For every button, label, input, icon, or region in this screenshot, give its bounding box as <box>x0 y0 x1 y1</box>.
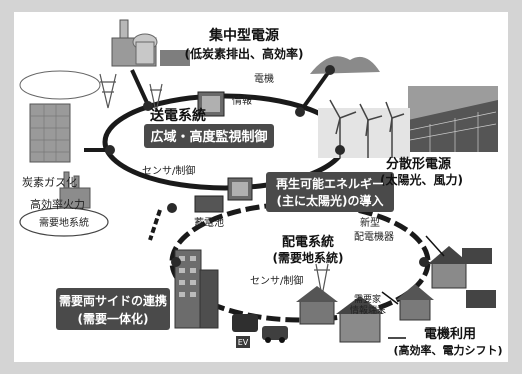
high-efficiency-thermal-label: 高効率火力 <box>30 197 85 211</box>
transmission-tower-icon <box>99 73 163 113</box>
sensor-control-upper: センサ/制御 <box>142 164 195 177</box>
line-to-central-plant <box>130 69 150 106</box>
consumer-terminal-label-1: 需要家 <box>354 293 381 305</box>
sensor-control-lower: センサ/制御 <box>250 274 303 287</box>
electric-use-title: 電機利用 <box>424 326 476 342</box>
mountain-node <box>325 65 335 75</box>
information-label: 情報 <box>232 94 252 107</box>
central-power-title: 集中型電源 <box>208 27 279 44</box>
renewable-label-2: (主に太陽光)の導入 <box>277 193 384 208</box>
electric-machine-label: 電機 <box>254 72 274 85</box>
renewable-pill <box>266 172 394 212</box>
demand-oval-upper <box>19 70 101 100</box>
ev-label: EV <box>238 338 249 347</box>
demand-coop-label-1: 需要両サイドの連携 <box>59 293 167 308</box>
electric-use-subtitle: (高効率、電力シフト) <box>393 343 502 357</box>
wide-area-control-pill <box>144 124 274 148</box>
new-type-label-1: 新型 <box>360 216 380 229</box>
solar-field-icon <box>408 86 498 152</box>
wind-turbine-icon <box>318 99 410 158</box>
house-icon <box>296 286 384 343</box>
demand-system-oval <box>19 207 109 237</box>
substation-icon <box>197 91 225 117</box>
new-type-label-2: 配電機器 <box>354 230 394 243</box>
ev-badge <box>236 336 250 348</box>
solar-panel-icon <box>462 248 496 308</box>
demand-system-oval-label: 需要地系統 <box>39 216 89 229</box>
demand-coop-label-2: (需要一体化) <box>78 311 149 326</box>
wide-area-control-label: 広域・高度監視制御 <box>150 129 267 145</box>
renewable-label-1: 再生可能エネルギー <box>276 176 384 191</box>
distributed-power-subtitle: (太陽光、風力) <box>380 172 463 187</box>
battery-icon <box>194 195 224 213</box>
ring-nodes <box>105 101 429 267</box>
coal-gasification-label: 炭素ガス化 <box>22 175 77 189</box>
line-to-buildings <box>148 209 162 241</box>
distribution-system-sub: (需要地系統) <box>273 250 344 265</box>
substation-icon-lower <box>227 177 253 201</box>
transmission-system-label: 送電系統 <box>149 107 206 124</box>
factory-icon <box>29 103 71 163</box>
consumer-terminal-label-2: 情報端末 <box>350 304 386 316</box>
line-to-mountain <box>298 68 332 114</box>
distribution-system-label: 配電系統 <box>282 234 334 250</box>
storage-battery-label: 蓄電池 <box>194 216 224 229</box>
demand-coop-pill <box>56 288 170 330</box>
central-power-plant-icon <box>111 19 190 67</box>
distribution-pole-icon <box>314 263 330 297</box>
ev-car-icon <box>232 314 288 343</box>
flow-arrows <box>381 235 445 339</box>
central-power-subtitle: (低炭素排出、高効率) <box>185 46 304 61</box>
house-icon-right <box>396 246 470 321</box>
distributed-power-title: 分散形電源 <box>386 156 451 172</box>
